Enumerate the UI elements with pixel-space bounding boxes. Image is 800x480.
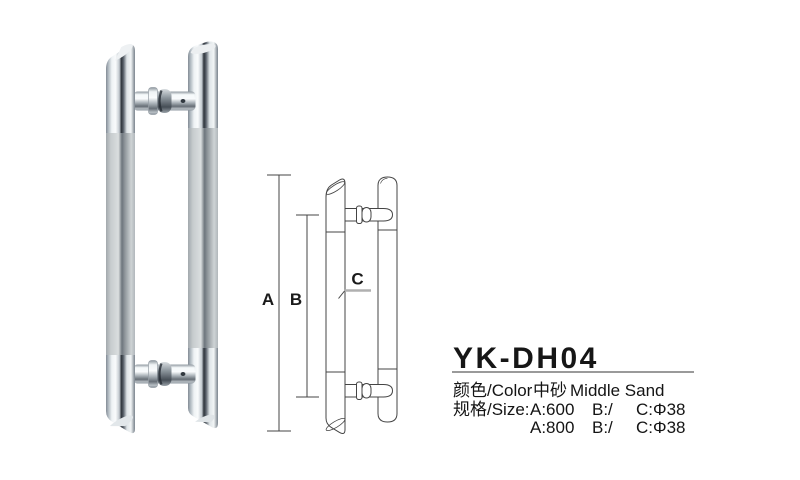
dim-line-a: [267, 174, 291, 432]
photo-bottom-post: [133, 360, 196, 388]
drawn-right-tube: [377, 176, 398, 423]
size-b-1: B:/: [592, 400, 613, 419]
drawn-bottom-post: [344, 381, 394, 400]
photo-right-tube: [188, 41, 218, 430]
color-label: 颜色/Color: [453, 381, 533, 400]
dim-line-b: [296, 214, 319, 398]
color-value-cn: 中砂: [533, 381, 567, 400]
c-leader-line: [338, 290, 345, 299]
dim-label-a: A: [262, 290, 274, 309]
photo-left-tube: [106, 44, 135, 434]
dimension-drawing: A B C: [262, 174, 398, 435]
color-value-en: Middle Sand: [570, 381, 665, 400]
screw-dot: [180, 99, 186, 103]
size-a-1: A:600: [530, 400, 575, 419]
model-number: YK-DH04: [453, 342, 599, 375]
drawn-top-post: [344, 205, 394, 224]
size-label: 规格/Size:: [453, 400, 530, 419]
dim-label-b: B: [290, 290, 302, 309]
size-b-2: B:/: [592, 418, 613, 437]
size-a-2: A:800: [530, 418, 575, 437]
dim-label-c: C: [351, 270, 363, 289]
size-c-1: C:Φ38: [636, 400, 686, 419]
size-c-2: C:Φ38: [636, 418, 686, 437]
product-photo: [106, 41, 218, 434]
photo-top-post: [133, 87, 196, 115]
screw-dot: [180, 372, 186, 376]
info-divider: [452, 371, 694, 373]
drawn-left-tube: [325, 178, 346, 435]
